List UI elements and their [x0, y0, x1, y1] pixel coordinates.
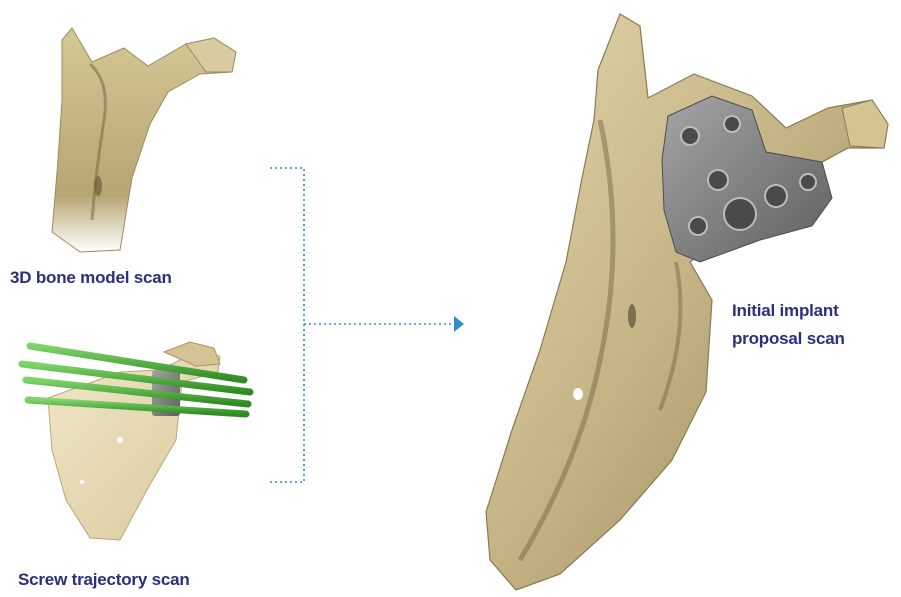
screw-trajectory-label: Screw trajectory scan — [18, 566, 190, 594]
implant-label-line2: proposal scan — [732, 325, 845, 353]
implant-label-line1: Initial implant — [732, 297, 845, 325]
screw-trajectory-image — [22, 342, 250, 540]
bone-model-label: 3D bone model scan — [10, 264, 172, 292]
implant-proposal-label: Initial implant proposal scan — [732, 297, 845, 353]
arrow-head-icon — [454, 316, 464, 332]
bone-model-image — [52, 28, 236, 252]
connector-bracket — [270, 168, 454, 482]
